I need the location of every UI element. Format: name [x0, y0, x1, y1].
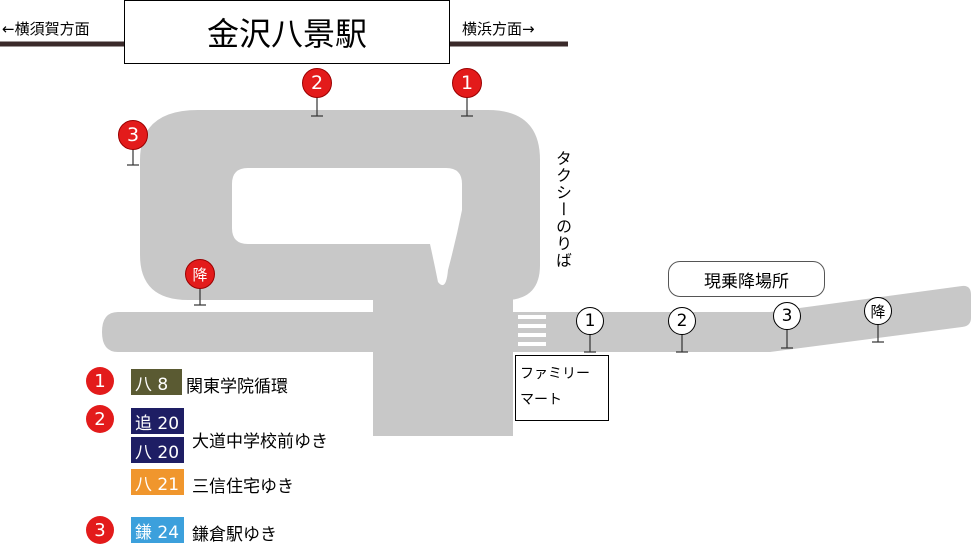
legend-stop-2-badge: 2 [86, 405, 114, 433]
station-name-box: 金沢八景駅 [124, 0, 450, 64]
roundabout-stop-2[interactable]: 2 [302, 68, 332, 98]
route-destination-daido: 大道中学校前ゆき [192, 432, 328, 452]
roundabout-stop-1[interactable]: 1 [452, 68, 482, 98]
route-badge-hachi-21: 八 21 [131, 469, 184, 495]
current-boarding-area-label: 現乗降場所 [668, 261, 825, 297]
direction-right-label: 横浜方面→ [462, 20, 535, 38]
crosswalk [518, 315, 546, 346]
route-badge-oi-20: 追 20 [131, 408, 184, 434]
familymart-store: ファミリー マート [515, 355, 609, 421]
route-badge-kama-24: 鎌 24 [131, 517, 184, 543]
route-badge-hachi-8: 八 8 [131, 369, 182, 395]
current-stop-2[interactable]: 2 [668, 307, 696, 335]
roundabout-stop-3[interactable]: 3 [118, 120, 148, 150]
current-boarding-area-text: 現乗降場所 [704, 271, 789, 292]
current-stop-1[interactable]: 1 [576, 307, 604, 335]
current-stop-3[interactable]: 3 [773, 302, 801, 330]
route-destination-sanshin: 三信住宅ゆき [192, 477, 294, 497]
store-label-line2: マート [520, 392, 562, 408]
vertical-road [373, 290, 513, 436]
legend-stop-1-badge: 1 [86, 367, 114, 395]
route-destination-kamakura: 鎌倉駅ゆき [192, 525, 277, 545]
roundabout-island [232, 168, 462, 286]
taxi-stand-label: タクシーのりば [553, 150, 572, 269]
route-badge-hachi-20: 八 20 [131, 437, 184, 463]
roundabout-alight-stop[interactable]: 降 [185, 259, 215, 289]
route-destination-kantogakuin: 関東学院循環 [186, 377, 288, 397]
legend-stop-3-badge: 3 [86, 516, 114, 544]
current-alight-stop[interactable]: 降 [864, 297, 892, 325]
direction-left-label: ←横須賀方面 [2, 20, 90, 38]
station-name: 金沢八景駅 [206, 15, 367, 53]
store-label-line1: ファミリー [520, 366, 590, 382]
